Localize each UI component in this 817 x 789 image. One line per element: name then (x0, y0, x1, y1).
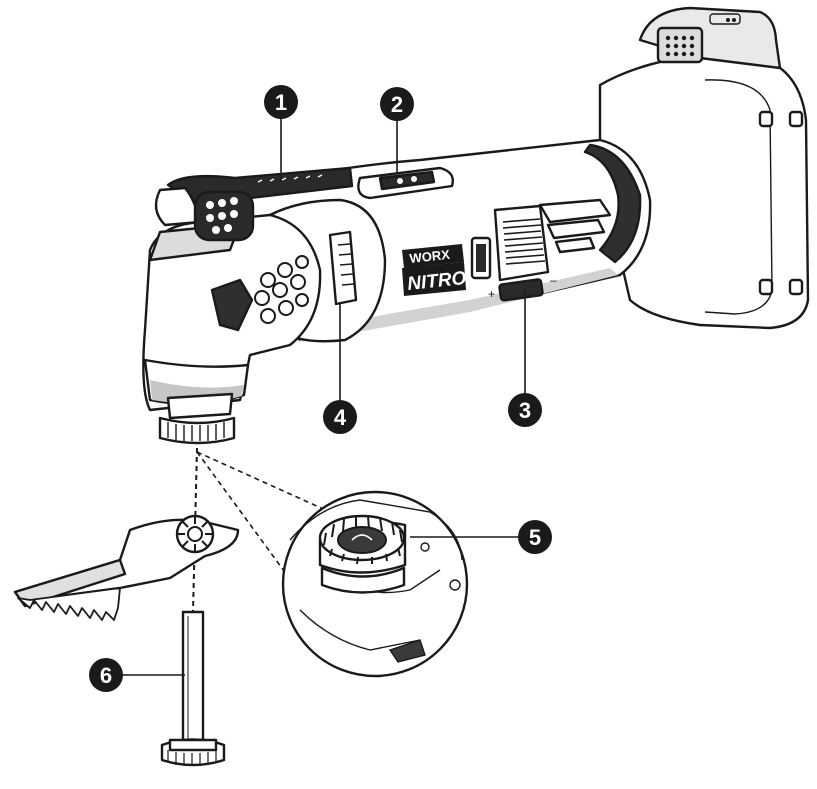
detail-magnifier (196, 451, 469, 678)
head-vents (254, 255, 309, 324)
brand-badge: WORX NITRO (402, 236, 492, 296)
callout-1: 1 (264, 85, 298, 119)
leader-lines (122, 118, 526, 676)
lock-off-switch: + – (488, 273, 557, 302)
clamping-bolt (160, 610, 226, 767)
callout-2: 2 (380, 87, 414, 121)
svg-text:–: – (550, 273, 557, 287)
callout-4: 4 (323, 400, 357, 434)
brand-worx: WORX (409, 247, 451, 266)
battery-gauge (656, 26, 704, 64)
battery-pack (598, 6, 810, 330)
callout-3-label: 3 (519, 398, 531, 423)
callout-3: 3 (508, 393, 542, 427)
callout-4-label: 4 (334, 405, 347, 430)
saw-blade (13, 514, 240, 621)
callout-1-label: 1 (275, 90, 287, 115)
callout-5-label: 5 (529, 525, 541, 550)
svg-text:+: + (488, 287, 495, 301)
speed-dial (493, 204, 550, 282)
callout-6-label: 6 (100, 663, 112, 688)
on-off-switch (357, 166, 454, 200)
clamp-lever (154, 166, 354, 242)
vent-slots (538, 198, 612, 254)
callout-2-label: 2 (391, 92, 403, 117)
tool-head (142, 166, 354, 445)
callout-6: 6 (89, 658, 123, 692)
callout-5: 5 (518, 520, 552, 554)
